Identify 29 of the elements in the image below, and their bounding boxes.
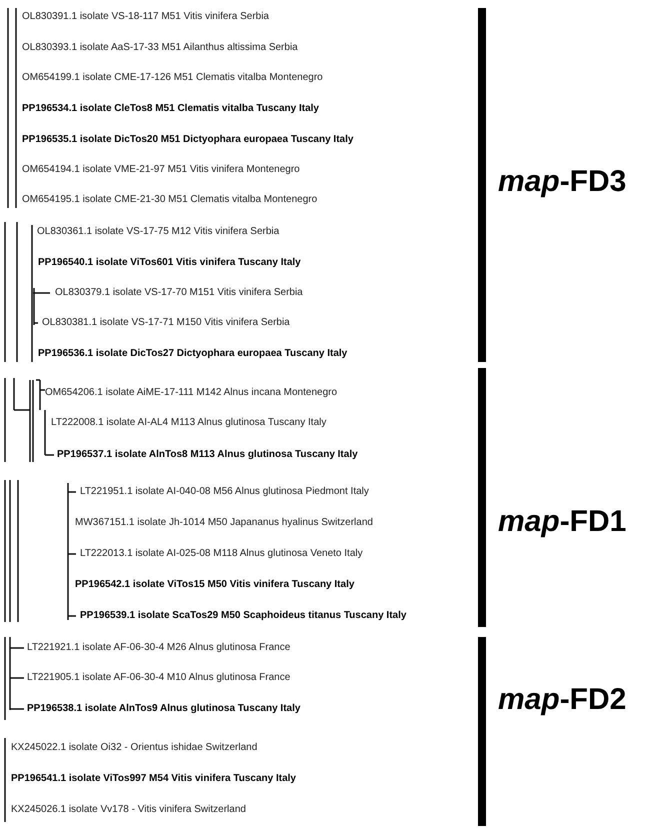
taxon-label: PP196540.1 isolate ViTos601 Vitis vinifera Tuscany Italy <box>38 257 301 269</box>
taxon-label: LT222008.1 isolate AI-AL4 M113 Alnus glutinosa Tuscany Italy <box>51 417 326 429</box>
taxon-label: OL830381.1 isolate VS-17-71 M150 Vitis vinifera Serbia <box>42 317 290 329</box>
taxon-label: OM654199.1 isolate CME-17-126 M51 Clematis vitalba Montenegro <box>22 72 323 84</box>
clade-label: map-FD2 <box>498 683 626 717</box>
clade-label: map-FD3 <box>498 165 626 199</box>
taxon-label: PP196539.1 isolate ScaTos29 M50 Scaphoideus titanus Tuscany Italy <box>80 610 406 622</box>
taxon-label: PP196534.1 isolate CleTos8 M51 Clematis vitalba Tuscany Italy <box>22 103 319 115</box>
taxon-label: OM654194.1 isolate VME-21-97 M51 Vitis vinifera Montenegro <box>22 164 300 176</box>
taxon-label: PP196538.1 isolate AlnTos9 Alnus glutinosa Tuscany Italy <box>27 703 300 715</box>
taxon-label: MW367151.1 isolate Jh-1014 M50 Japananus hyalinus Switzerland <box>75 517 373 529</box>
taxon-label: OL830361.1 isolate VS-17-75 M12 Vitis vinifera Serbia <box>37 226 280 238</box>
taxon-label: KX245026.1 isolate Vv178 - Vitis vinifera Switzerland <box>11 804 246 816</box>
taxon-label: OM654195.1 isolate CME-21-30 M51 Clematis vitalba Montenegro <box>22 194 318 206</box>
taxon-label: PP196541.1 isolate ViTos997 M54 Vitis vinifera Tuscany Italy <box>11 773 296 785</box>
taxon-label: LT221921.1 isolate AF-06-30-4 M26 Alnus glutinosa France <box>27 642 290 654</box>
taxon-label: OL830379.1 isolate VS-17-70 M151 Vitis vinifera Serbia <box>55 287 303 299</box>
taxon-label: PP196536.1 isolate DicTos27 Dictyophara europaea Tuscany Italy <box>38 348 348 360</box>
taxon-label: LT221951.1 isolate AI-040-08 M56 Alnus glutinosa Piedmont Italy <box>80 486 369 498</box>
taxon-label: PP196537.1 isolate AlnTos8 M113 Alnus glutinosa Tuscany Italy <box>57 449 358 461</box>
taxon-label: KX245022.1 isolate Oi32 - Orientus ishidae Switzerland <box>11 742 258 754</box>
taxon-label: OM654206.1 isolate AiME-17-111 M142 Alnus incana Montenegro <box>45 387 338 399</box>
taxon-label: LT221905.1 isolate AF-06-30-4 M10 Alnus glutinosa France <box>27 672 290 684</box>
taxon-label: LT222013.1 isolate AI-025-08 M118 Alnus glutinosa Veneto Italy <box>80 548 363 560</box>
taxon-label: PP196535.1 isolate DicTos20 M51 Dictyophara europaea Tuscany Italy <box>22 134 354 146</box>
taxon-label: PP196542.1 isolate ViTos15 M50 Vitis vinifera Tuscany Italy <box>75 579 354 591</box>
clade-label: map-FD1 <box>498 505 626 539</box>
taxon-label: OL830391.1 isolate VS-18-117 M51 Vitis vinifera Serbia <box>22 11 269 23</box>
taxon-label: OL830393.1 isolate AaS-17-33 M51 Ailanthus altissima Serbia <box>22 42 298 54</box>
